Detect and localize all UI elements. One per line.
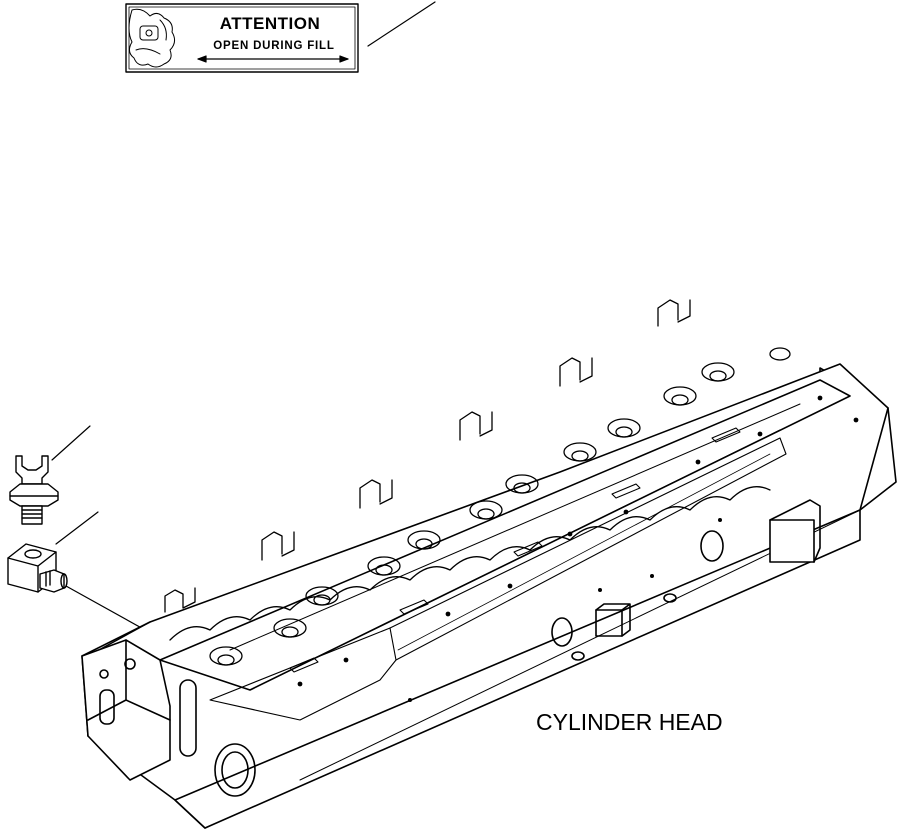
adapter-leader-line (55, 511, 99, 545)
decal-leader-line (367, 1, 436, 47)
decal-subtitle: OPEN DURING FILL (213, 40, 334, 52)
cam-towers (164, 299, 691, 613)
rocker-boss-rail (169, 486, 771, 641)
decal-title: ATTENTION (220, 14, 321, 33)
sensor-switch (9, 455, 59, 525)
attention-decal: ATTENTION OPEN DURING FILL (125, 3, 359, 73)
cylinder-head (81, 299, 897, 829)
adapter-fitting (7, 543, 68, 593)
engine-sketch-icon (128, 8, 176, 68)
double-arrow-icon (197, 55, 349, 63)
valve-seats (209, 347, 791, 666)
head-left-end (81, 639, 256, 797)
sensor-leader-line (51, 425, 91, 461)
part-label: CYLINDER HEAD (536, 709, 723, 735)
bolt-holes (297, 395, 859, 702)
intake-ports (551, 499, 821, 661)
injector-slots (289, 427, 741, 673)
gasket-rail (159, 379, 851, 691)
